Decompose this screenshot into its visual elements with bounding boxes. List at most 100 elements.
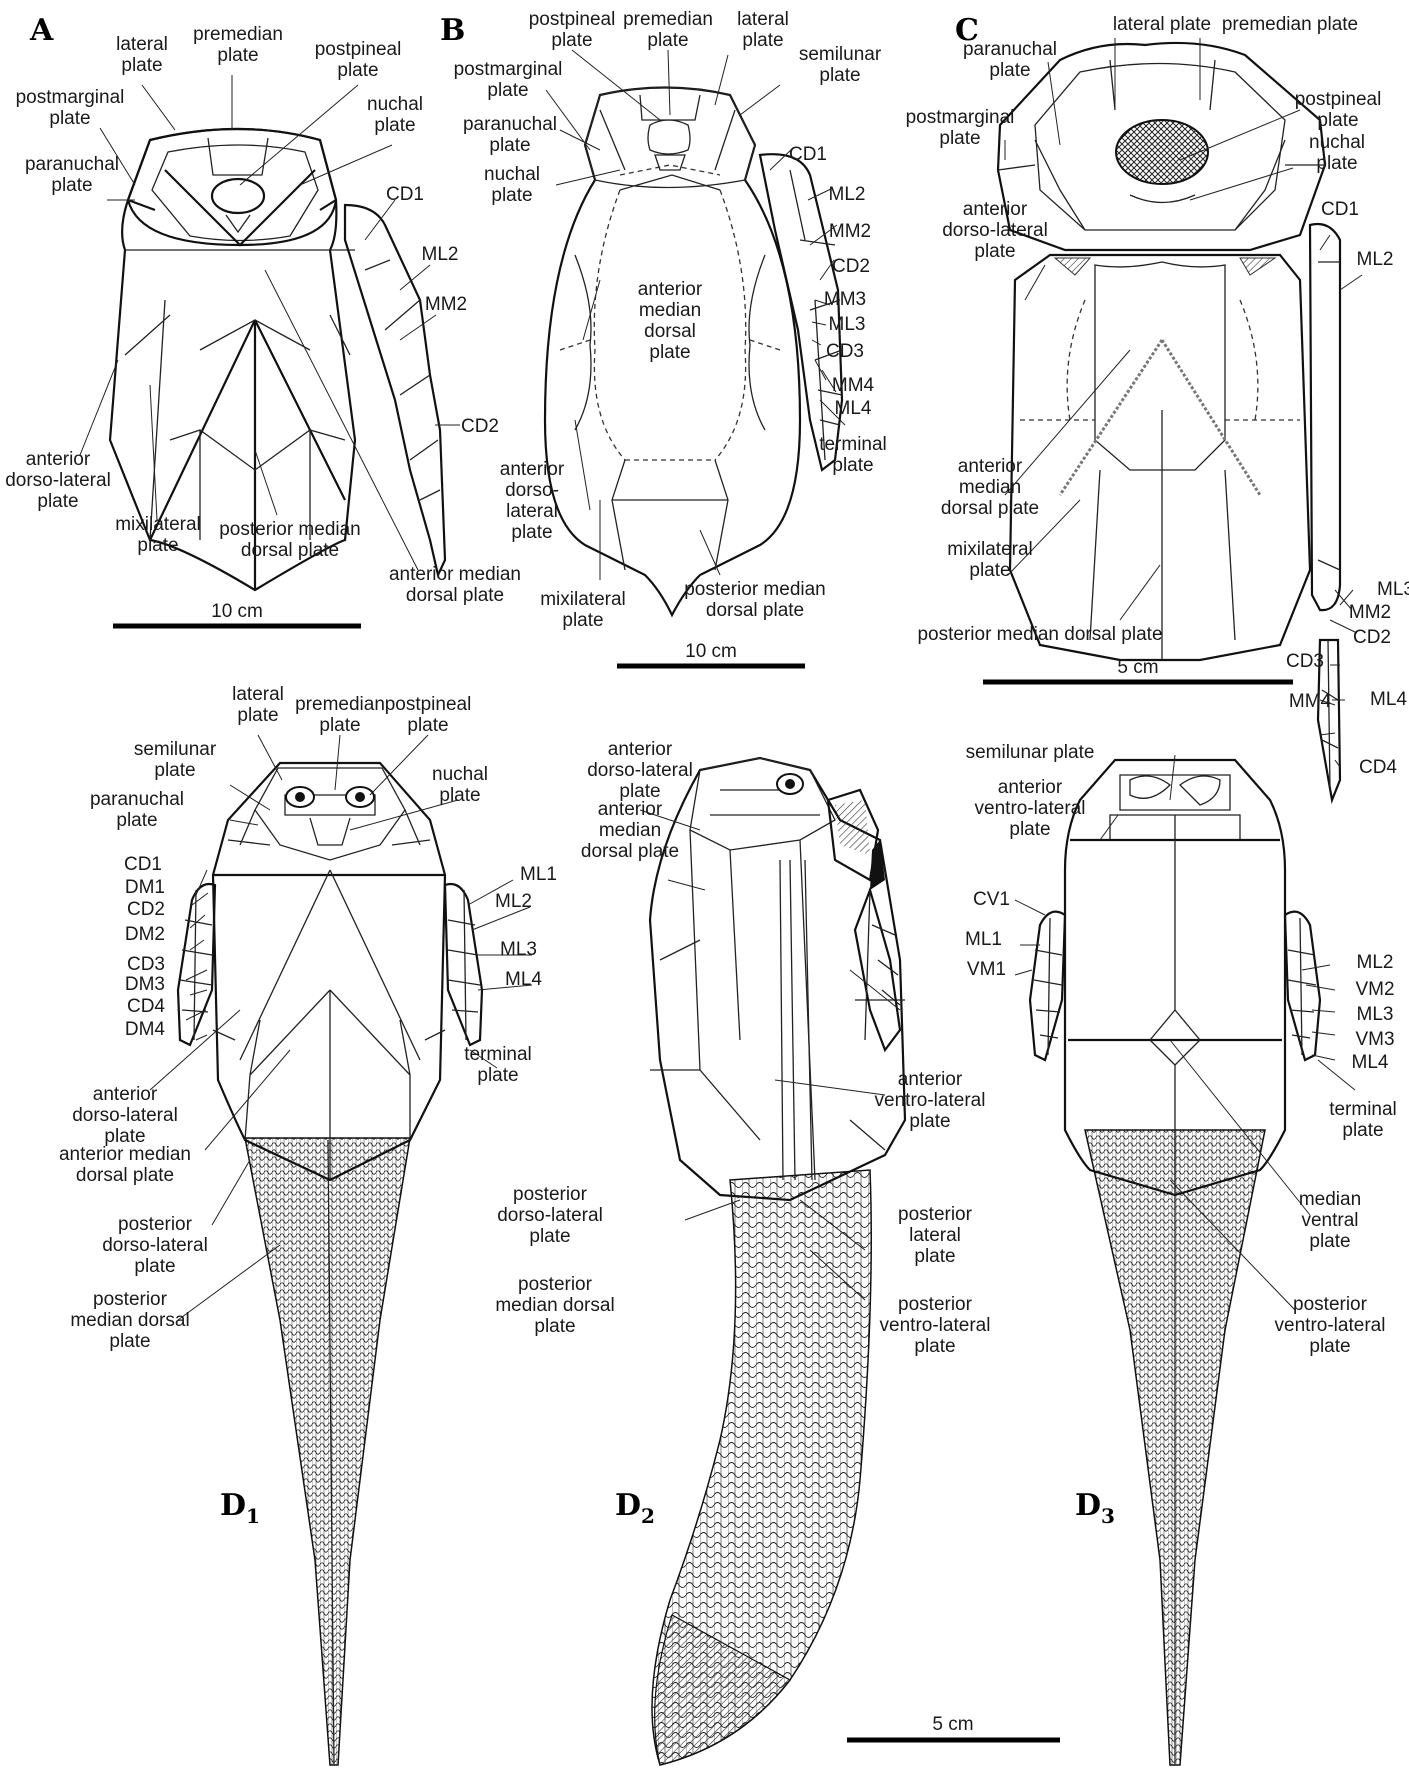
label-b-ml3: ML3 bbox=[829, 314, 866, 335]
label-d3-cv1: CV1 bbox=[973, 889, 1010, 910]
label-d3-ml4: ML4 bbox=[1352, 1052, 1389, 1073]
scale-label-d: 5 cm bbox=[932, 1714, 973, 1735]
panel-d3 bbox=[1030, 760, 1320, 1765]
label-c-ml3: ML3 bbox=[1377, 579, 1409, 600]
label-c-mm4: MM4 bbox=[1289, 691, 1332, 712]
label-d3-ml1: ML1 bbox=[965, 929, 1002, 950]
label-c-ml4: ML4 bbox=[1370, 689, 1407, 710]
label-b-terminal-plate: terminalplate bbox=[819, 434, 887, 476]
label-a-cd1: CD1 bbox=[386, 184, 424, 205]
label-b-ml2: ML2 bbox=[829, 184, 866, 205]
label-c-premedian-plate: premedian plate bbox=[1222, 14, 1358, 35]
label-b-mm2: MM2 bbox=[829, 221, 871, 242]
panel-letter-d2: D2 bbox=[615, 1488, 655, 1528]
label-c-lateral-plate: lateral plate bbox=[1113, 14, 1211, 35]
label-d1-dm1: DM1 bbox=[125, 877, 165, 898]
panel-letter-c: C bbox=[955, 13, 979, 48]
scale-label-b: 10 cm bbox=[685, 641, 737, 662]
label-d3-vm3: VM3 bbox=[1355, 1029, 1394, 1050]
label-c-nuchal-plate: nuchalplate bbox=[1309, 132, 1365, 174]
label-d1-cd4: CD4 bbox=[127, 996, 165, 1017]
label-d1-ml2: ML2 bbox=[495, 891, 532, 912]
label-d1-ml1: ML1 bbox=[520, 864, 557, 885]
label-c-posterior-median-dorsal-plate: posterior median dorsal plate bbox=[917, 624, 1162, 645]
label-d3-semilunar-plate: semilunar plate bbox=[966, 742, 1095, 763]
panel-d1 bbox=[178, 763, 482, 1765]
label-d3-vm1: VM1 bbox=[967, 959, 1006, 980]
label-c-cd4: CD4 bbox=[1359, 757, 1397, 778]
label-a-ml2: ML2 bbox=[422, 244, 459, 265]
label-d3-ml3: ML3 bbox=[1357, 1004, 1394, 1025]
label-d1-cd3: CD3 bbox=[127, 954, 165, 975]
label-b-ml4: ML4 bbox=[835, 398, 872, 419]
panel-letter-b: B bbox=[440, 13, 465, 48]
label-b-cd1: CD1 bbox=[789, 144, 827, 165]
label-d1-cd2: CD2 bbox=[127, 899, 165, 920]
label-c-mm2: MM2 bbox=[1349, 602, 1391, 623]
panel-letter-d1: D1 bbox=[220, 1488, 260, 1528]
label-a-cd2: CD2 bbox=[461, 416, 499, 437]
label-d1-dm3: DM3 bbox=[125, 974, 165, 995]
label-b-cd2: CD2 bbox=[832, 256, 870, 277]
label-b-mm3: MM3 bbox=[824, 289, 866, 310]
label-d1-ml4: ML4 bbox=[505, 969, 542, 990]
scale-label-c: 5 cm bbox=[1117, 657, 1158, 678]
label-d3-posterior-ventro-lateral-plate: posteriorventro-lateralplate bbox=[1275, 1294, 1386, 1357]
panel-letter-d3: D3 bbox=[1075, 1488, 1115, 1528]
label-d1-dm2: DM2 bbox=[125, 924, 165, 945]
panel-c bbox=[983, 43, 1340, 800]
label-d2-posterior-median-dorsal-plate: posteriormedian dorsalplate bbox=[495, 1274, 614, 1337]
panel-letter-a: A bbox=[29, 13, 54, 48]
label-d1-cd1: CD1 bbox=[124, 854, 162, 875]
scale-label-a: 10 cm bbox=[211, 601, 263, 622]
label-c-cd1: CD1 bbox=[1321, 199, 1359, 220]
label-c-ml2: ML2 bbox=[1357, 249, 1394, 270]
label-b-cd3: CD3 bbox=[826, 341, 864, 362]
label-a-mm2: MM2 bbox=[425, 294, 467, 315]
label-c-cd3: CD3 bbox=[1286, 651, 1324, 672]
label-c-cd2: CD2 bbox=[1353, 627, 1391, 648]
label-d2-anterior-ventro-lateral-plate: anteriorventro-lateralplate bbox=[875, 1069, 986, 1132]
label-d3-ml2: ML2 bbox=[1357, 952, 1394, 973]
